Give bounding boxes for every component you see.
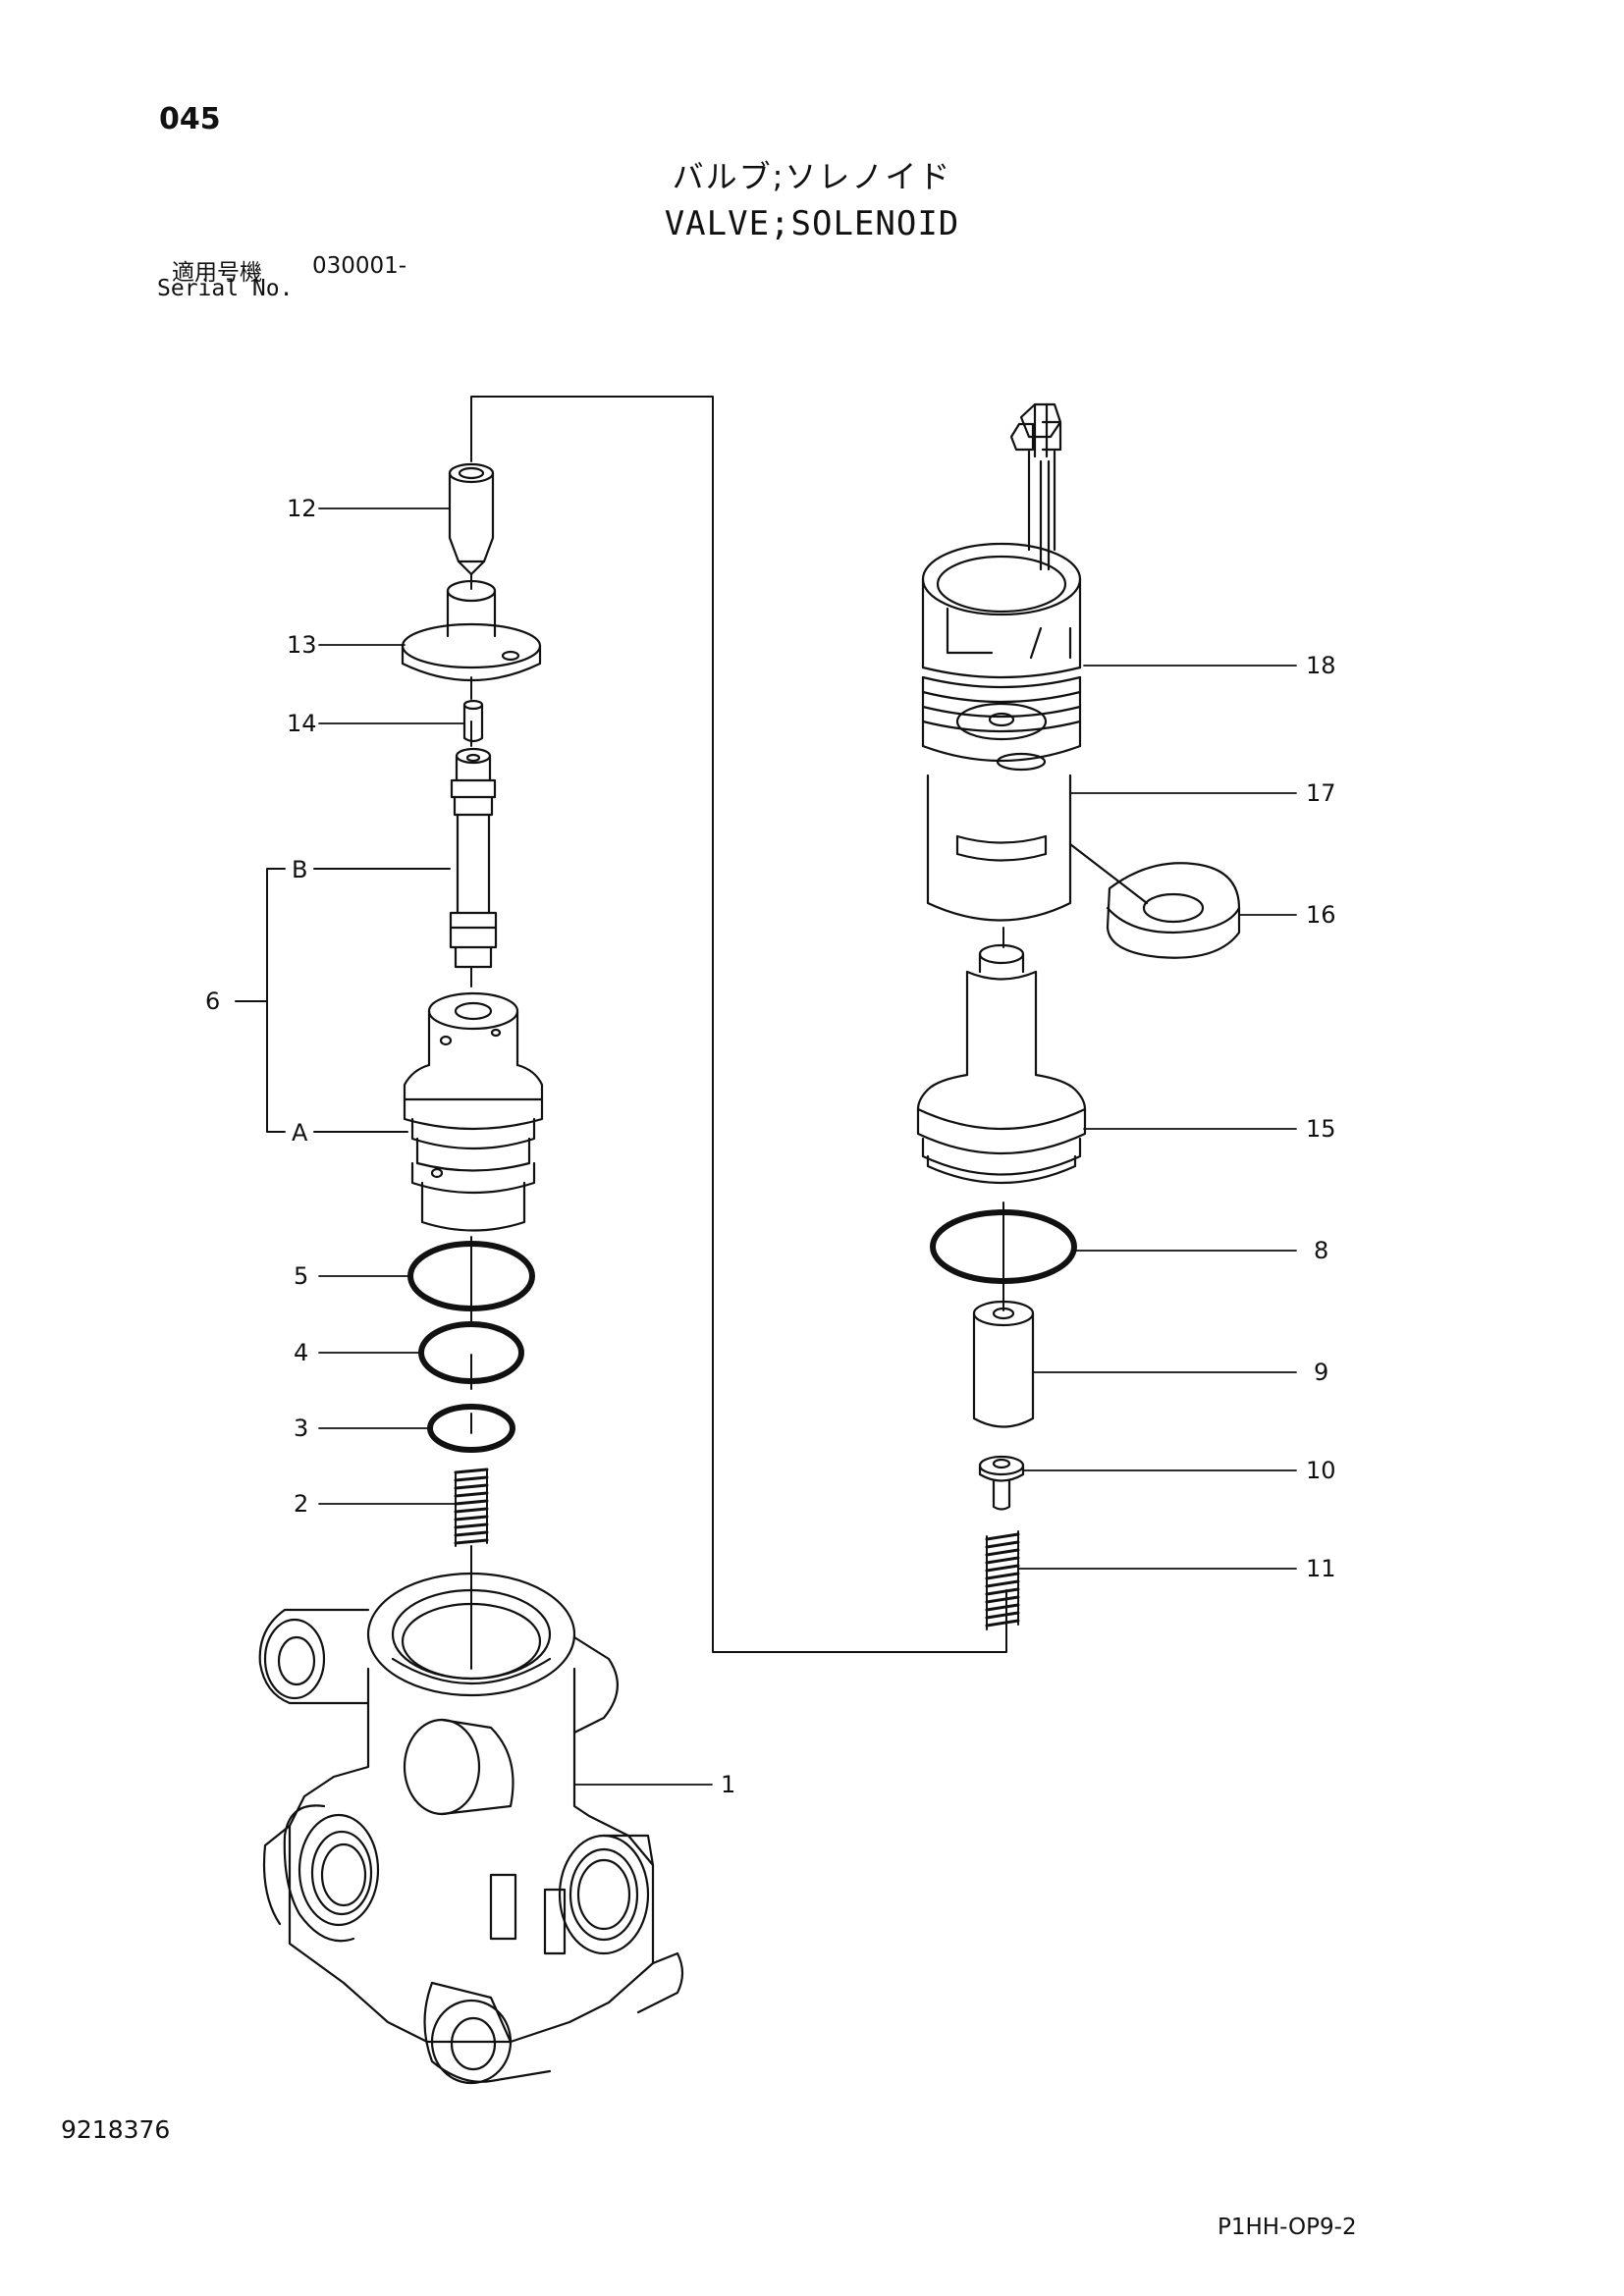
callout-12: 12 bbox=[287, 495, 317, 522]
connection-path bbox=[470, 396, 1007, 1670]
part-17-coil bbox=[926, 774, 1072, 922]
part-12-poppet bbox=[448, 462, 495, 576]
callout-13: 13 bbox=[287, 631, 317, 659]
callout-labels: 12 13 14 B 6 A 5 4 3 2 1 18 17 16 15 8 9… bbox=[205, 495, 1336, 1798]
callout-a: A bbox=[292, 1119, 308, 1147]
callout-18: 18 bbox=[1306, 652, 1336, 679]
part-18-solenoid-nut bbox=[921, 402, 1082, 772]
callout-14: 14 bbox=[287, 710, 317, 737]
part-13-seat-flange bbox=[401, 579, 542, 681]
callout-11: 11 bbox=[1306, 1555, 1336, 1582]
callout-10: 10 bbox=[1306, 1457, 1336, 1484]
page-number: 045 bbox=[159, 102, 221, 136]
sleeve-a bbox=[403, 991, 544, 1232]
callout-16: 16 bbox=[1306, 901, 1336, 929]
callout-b: B bbox=[292, 856, 307, 883]
part-2-spring bbox=[454, 1468, 489, 1547]
callout-15: 15 bbox=[1306, 1115, 1336, 1143]
part-14-pin bbox=[462, 699, 484, 743]
callout-8: 8 bbox=[1314, 1237, 1328, 1264]
callout-4: 4 bbox=[294, 1339, 308, 1366]
callout-9: 9 bbox=[1314, 1359, 1328, 1386]
callout-3: 3 bbox=[294, 1415, 308, 1442]
title-japanese: バルブ;ソレノイド bbox=[672, 158, 952, 195]
serial-label-english: Serial No. bbox=[157, 276, 294, 301]
callout-6: 6 bbox=[205, 988, 220, 1015]
part-11-spring bbox=[985, 1530, 1020, 1630]
callout-6-bracket bbox=[235, 868, 451, 1133]
callout-2: 2 bbox=[294, 1490, 308, 1518]
document-number: 9218376 bbox=[61, 2115, 171, 2144]
part-16-washer bbox=[1068, 842, 1241, 959]
drawing-code: P1HH-OP9-2 bbox=[1218, 2215, 1357, 2240]
serial-label-japanese: 適用号機 bbox=[172, 260, 262, 286]
leader-lines bbox=[318, 507, 1297, 1786]
callout-1: 1 bbox=[721, 1771, 735, 1798]
title-english: VALVE;SOLENOID bbox=[664, 204, 960, 243]
callout-5: 5 bbox=[294, 1262, 308, 1290]
part-15-plunger-tube bbox=[916, 943, 1087, 1184]
part-10-screw bbox=[978, 1455, 1025, 1511]
serial-value: 030001- bbox=[312, 253, 407, 279]
part-9-plunger bbox=[972, 1300, 1035, 1428]
part-1-valve-body bbox=[258, 1572, 684, 2085]
spool-b bbox=[449, 747, 498, 969]
callout-17: 17 bbox=[1306, 779, 1336, 807]
part-8-o-ring bbox=[930, 1209, 1077, 1284]
